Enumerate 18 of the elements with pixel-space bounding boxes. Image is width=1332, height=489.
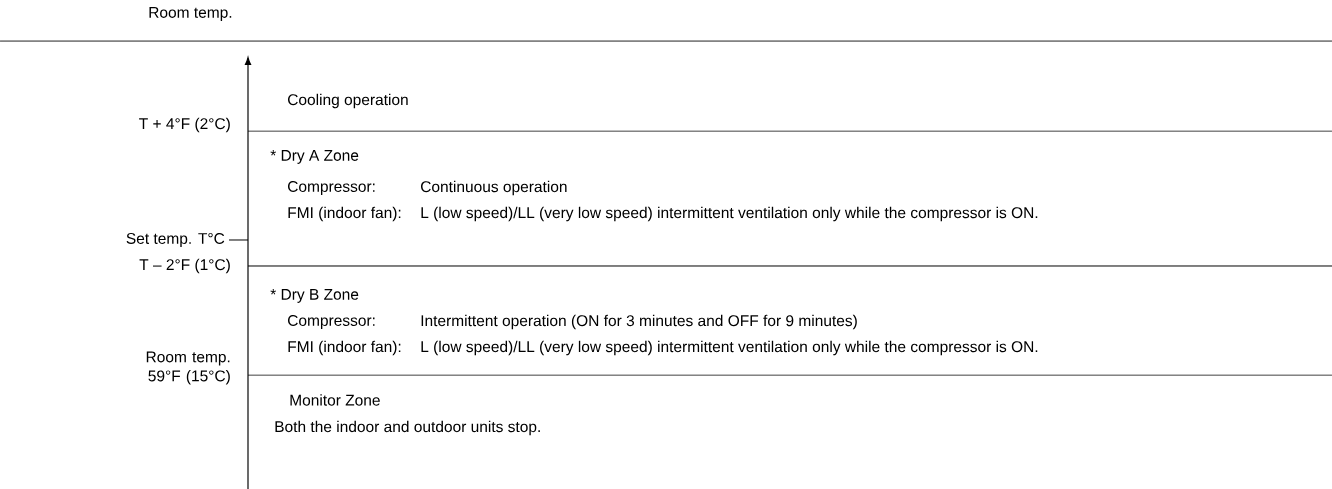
zone-label: * Dry B Zone: [270, 289, 359, 303]
zone-label: Monitor Zone: [290, 394, 380, 406]
description-text: L (low speed)/LL (very low speed) intermittent ventilation only while the compressor is ON.: [421, 340, 1038, 356]
description-text: Continuous operation: [421, 180, 567, 196]
field-label: FMI (indoor fan):: [288, 206, 401, 222]
temperature-label: T – 2°F (1°C): [139, 258, 230, 274]
axis-label: Room temp.: [149, 7, 232, 21]
description-text: L (low speed)/LL (very low speed) intermittent ventilation only while the compressor is ON.: [421, 206, 1038, 222]
zone-label: * Dry A Zone: [270, 150, 359, 164]
field-label: Compressor:: [288, 181, 375, 195]
description-text: Intermittent operation (ON for 3 minutes and OFF for 9 minutes): [421, 314, 857, 330]
field-label: FMI (indoor fan):: [288, 340, 401, 356]
description-text: Both the indoor and outdoor units stop.: [275, 420, 540, 436]
field-label: Compressor:: [288, 314, 375, 329]
zone-label: Cooling operation: [288, 93, 408, 109]
temperature-label: T + 4°F (2°C): [139, 117, 230, 133]
temperature-label: Set temp. T°C: [126, 233, 225, 247]
temperature-label: Room temp. 59°F (15°C): [146, 351, 230, 385]
